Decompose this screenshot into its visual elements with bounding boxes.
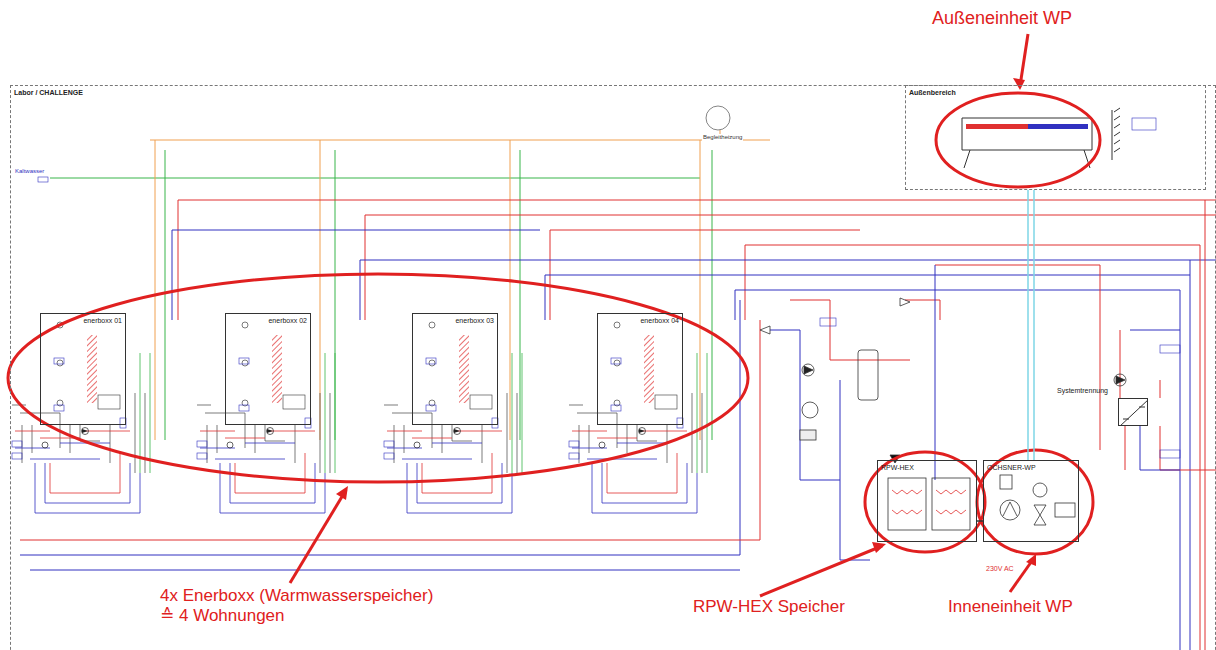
drawing-path [165,150,712,440]
callout-text: Außeneinheit WP [932,8,1072,30]
drawing-path [790,265,1100,450]
drawing-use [569,322,707,513]
drawing-rect [888,478,926,530]
drawing-g [20,130,1216,650]
drawing-path [1026,554,1036,566]
storage-box: enerboxx 03 [412,313,498,425]
node-title: enerboxx 01 [83,317,122,325]
node-title: enerboxx 03 [455,317,494,325]
drawing-circle [1033,483,1047,497]
drawing-g [8,34,1100,596]
drawing-path [1116,376,1125,384]
drawing-rect [1160,450,1180,458]
drawing-rect [966,124,1028,129]
drawing-rect [858,350,878,400]
heat-exchanger: Systemtrennung [1118,398,1148,426]
drawing-ellipse [936,93,1100,187]
buffer-box: RPW-HEX [877,460,977,542]
heatpump-box: OCHSNER-WP [983,460,1079,542]
drawing-g [336,78,1036,566]
drawing-path [50,178,700,179]
region-box: Labor / CHALLENGE enerboxx 01 enerboxx 02 e… [10,85,1216,650]
drawing-rect [1028,124,1088,129]
drawing-circle [802,402,818,418]
node-title: OCHSNER-WP [987,464,1036,472]
storage-box: enerboxx 02 [225,313,311,425]
drawing-rect [932,478,970,530]
callout-text: RPW-HEX Speicher [693,597,845,617]
drawing-g [888,478,970,530]
drawing-rect [1132,118,1156,130]
drawing-rect [820,318,836,326]
callout-text: 4x Enerboxx (Warmwasserspeicher) ≙ 4 Woh… [160,586,450,627]
drawing-g [38,106,1180,458]
drawing-ellipse [8,274,748,482]
pipe-label: Kaltwasser [14,168,45,175]
drawing-ellipse [865,452,985,552]
drawing-g [760,298,1126,463]
drawing-path [1020,34,1028,86]
callout-text: Inneneinheit WP [948,597,1073,617]
drawing-circle [1000,500,1020,520]
drawing-path [962,118,1092,150]
drawing-circle [802,364,814,376]
drawing-path [1120,330,1216,470]
drawing-g [1000,475,1075,525]
drawing-use [384,322,522,513]
storage-box: enerboxx 01 [40,313,126,425]
storage-box: enerboxx 04 [597,313,683,425]
drawing-path [336,486,348,500]
drawing-rect [1160,345,1180,353]
drawing-rect [1000,475,1012,489]
drawing-path [872,542,886,553]
pipe-connector [1028,190,1034,460]
drawing-path [935,265,936,480]
drawing-path [760,298,910,334]
drawing-rect [800,430,816,440]
drawing-g [962,108,1156,168]
drawing-path [770,330,870,560]
drawing-rect [38,177,48,182]
drawing-path [936,490,966,514]
exchanger-line [1119,399,1147,425]
drawing-path [804,366,813,374]
drawing-path [892,490,922,514]
drawing-circle [706,106,730,130]
pipe-label: 230V AC [985,565,1015,573]
drawing-path [1013,78,1025,90]
pipe-label: Begleitheizung [702,134,743,141]
drawing-path [290,490,346,583]
node-title: Außenbereich [909,89,956,97]
node-title: enerboxx 04 [640,317,679,325]
drawing-path [1130,330,1180,470]
drawing-use [197,322,335,513]
drawing-path [20,260,1190,650]
drawing-path [760,546,882,596]
region-box: Außenbereich [905,85,1206,190]
node-title: enerboxx 02 [268,317,307,325]
drawing-path [1034,505,1046,525]
node-title: Labor / CHALLENGE [14,89,83,97]
drawing-path [1003,502,1017,516]
drawing-circle [1114,374,1126,386]
drawing-rect [1055,503,1075,517]
exchanger-symbol [1119,399,1147,425]
node-title: Systemtrennung [1057,387,1108,395]
drawing-use [12,322,150,513]
drawing-path [1114,108,1120,152]
drawing-ellipse [977,450,1093,554]
drawing-path [1112,110,1113,160]
node-title: RPW-HEX [881,464,914,472]
drawing-path [964,150,1090,168]
